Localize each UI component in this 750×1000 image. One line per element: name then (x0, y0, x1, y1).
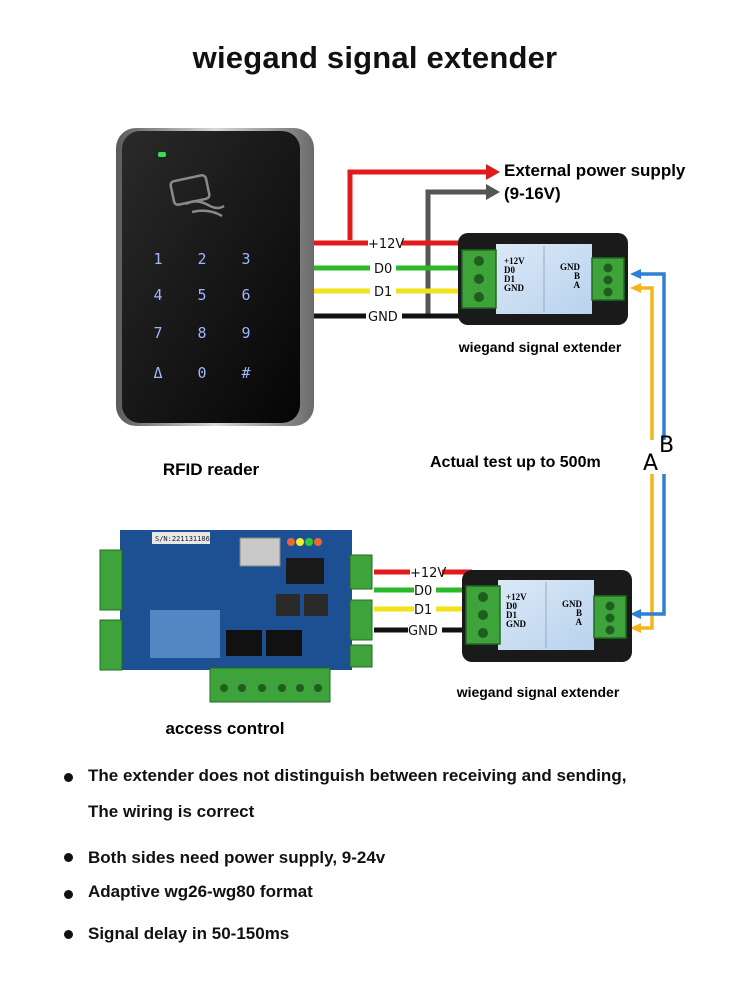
power-12v-wire (347, 169, 488, 240)
reader-face (122, 131, 300, 423)
keypad-key: 3 (241, 250, 250, 268)
ext-bottom-term-a: A (576, 617, 583, 627)
board-regulator-2 (304, 594, 328, 616)
wire-label-d0-bottom: D0 (414, 584, 432, 599)
board-regulator (276, 594, 300, 616)
power-supply-label: External power supply (504, 161, 686, 180)
bullet-icon (64, 853, 73, 862)
power-arrow-red (486, 164, 500, 180)
note-text: The extender does not distinguish betwee… (88, 766, 627, 785)
ext-top-term-d1: D1 (504, 274, 515, 284)
note-text: Both sides need power supply, 9-24v (88, 848, 386, 867)
arrow-b-top (630, 269, 641, 279)
wire-label-gnd-top: GND (368, 310, 398, 325)
note-text: The wiring is correct (88, 802, 255, 821)
keypad-key: Δ (153, 364, 162, 382)
terminal-screws-left-bottom (478, 592, 488, 638)
board-relay-2 (266, 630, 302, 656)
wire-label-d1-bottom: D1 (414, 603, 432, 618)
power-gnd-wire (425, 189, 488, 316)
keypad-key: 0 (197, 364, 206, 382)
ext-bottom-term-b: B (576, 608, 582, 618)
wire-label-12v-bottom: +12V (410, 566, 446, 581)
keypad-key: 9 (241, 324, 250, 342)
terminal-screws-right-bottom (605, 601, 615, 635)
note-text: Signal delay in 50-150ms (88, 924, 290, 943)
board-serial: S/N:221131186 (155, 535, 210, 543)
ab-label-gap (640, 440, 680, 474)
keypad-key: 7 (153, 324, 162, 342)
ext-bottom-term-d0: D0 (506, 601, 517, 611)
top-extender: +12V D0 D1 GND GND B A (458, 233, 628, 325)
wire-label-d0-top: D0 (374, 262, 392, 277)
board-silkscreen (150, 610, 220, 658)
keypad-key: 5 (197, 286, 206, 304)
rfid-reader: 1 2 3 4 5 6 7 8 9Δ 0 # (116, 128, 314, 426)
wire-label-gnd-bottom: GND (408, 624, 438, 639)
arrow-a-bottom (630, 623, 641, 633)
reader-caption: RFID reader (163, 460, 260, 479)
line-a-label: A (643, 451, 658, 476)
power-arrow-gray (486, 184, 500, 200)
ext-top-term-d0: D0 (504, 265, 515, 275)
access-control-board: S/N:221131186 (99, 530, 373, 703)
bullet-icon (64, 890, 73, 899)
ext-top-term-gnd-r: GND (560, 262, 581, 272)
bullet-icon (64, 773, 73, 782)
wire-label-12v-top: +12V (368, 237, 404, 252)
access-control-caption: access control (165, 719, 284, 738)
board-leds (287, 538, 322, 546)
board-terminal-left-2 (99, 619, 123, 671)
board-terminal-right-1 (349, 554, 373, 590)
ext-bottom-term-gnd: GND (506, 619, 527, 629)
note-text: Adaptive wg26-wg80 format (88, 882, 313, 901)
ext-bottom-term-12v: +12V (506, 592, 527, 602)
keypad-key: 4 (153, 286, 162, 304)
status-led (158, 152, 166, 157)
wire-label-d1-top: D1 (374, 285, 392, 300)
terminal-screws-left (474, 256, 484, 302)
arrow-a-top (630, 283, 641, 293)
board-terminal-right-2 (349, 599, 373, 641)
ext-top-term-b: B (574, 271, 580, 281)
ext-bottom-term-d1: D1 (506, 610, 517, 620)
board-chip (286, 558, 324, 584)
ext-top-term-12v: +12V (504, 256, 525, 266)
board-terminal-right-3 (349, 644, 373, 668)
board-terminal-bottom (209, 667, 331, 703)
keypad-key: # (241, 364, 250, 382)
board-terminal-screws (220, 684, 322, 692)
bullet-icon (64, 930, 73, 939)
bottom-extender: +12V D0 D1 GND GND B A (462, 570, 632, 662)
keypad-key: 8 (197, 324, 206, 342)
ext-top-term-a: A (574, 280, 581, 290)
card-tap-icon (169, 174, 225, 218)
terminal-screws-right (603, 263, 613, 297)
board-relay-1 (226, 630, 262, 656)
bottom-extender-caption: wiegand signal extender (456, 684, 620, 700)
line-b-label: B (659, 433, 674, 458)
keypad-key: 6 (241, 286, 250, 304)
ext-bottom-term-gnd-r: GND (562, 599, 583, 609)
keypad: 1 2 3 4 5 6 7 8 9Δ 0 # (153, 250, 250, 382)
board-rj45 (239, 537, 281, 567)
keypad-key: 2 (197, 250, 206, 268)
ext-top-term-gnd: GND (504, 283, 525, 293)
arrow-b-bottom (630, 609, 641, 619)
page-title: wiegand signal extender (192, 40, 558, 75)
power-supply-voltage: (9-16V) (504, 184, 561, 203)
top-extender-caption: wiegand signal extender (458, 339, 622, 355)
keypad-key: 1 (153, 250, 162, 268)
board-terminal-left-1 (99, 549, 123, 611)
board-sn-sticker (152, 532, 210, 544)
range-caption: Actual test up to 500m (430, 454, 601, 471)
